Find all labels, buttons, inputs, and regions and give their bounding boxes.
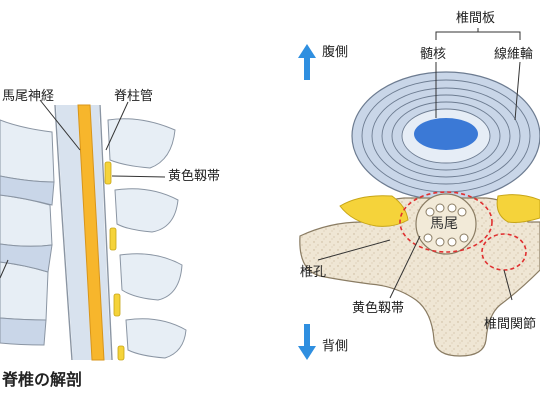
label-cauda-equina-nerve: 馬尾神経 [2,89,55,104]
right-leader-lines [317,61,521,301]
stenosis-highlight-circle [399,191,493,253]
vertebral-bodies [0,119,55,321]
ligamentum-flavum-left [104,161,125,361]
nucleus-pulposus [414,118,478,150]
label-facet-joint: 椎間関節 [484,317,537,332]
ventral-arrow [298,44,316,80]
label-intervertebral-disc: 椎間板 [456,11,496,26]
label-dorsal: 背側 [322,339,349,354]
ligamentum-flavum-right [339,194,540,227]
spinal-canal-cross-section [415,193,477,255]
label-ventral: 腹側 [322,45,349,60]
diagram-caption: 脊椎の解剖 [2,370,83,389]
discs [0,175,55,346]
label-ligamentum-flavum-right: 黄色靱帯 [352,301,405,316]
left-sagittal-view [0,99,187,361]
label-ligamentum-flavum-left: 黄色靱帯 [168,169,221,184]
label-annulus-fibrosus: 線維輪 [494,47,534,62]
label-spinal-canal: 脊柱管 [114,89,154,104]
dorsal-arrow [298,324,316,360]
intervertebral-disc [351,71,540,201]
right-axial-view [298,28,540,360]
cauda-equina-nerve [77,104,105,361]
left-leader-lines [0,99,166,279]
label-cauda-equina-axial: 馬尾 [430,216,458,232]
vertebra-bone [299,197,540,357]
posterior-elements [107,118,187,359]
label-vertebral-foramen: 椎孔 [300,265,327,280]
label-nucleus-pulposus: 髄核 [420,47,447,62]
